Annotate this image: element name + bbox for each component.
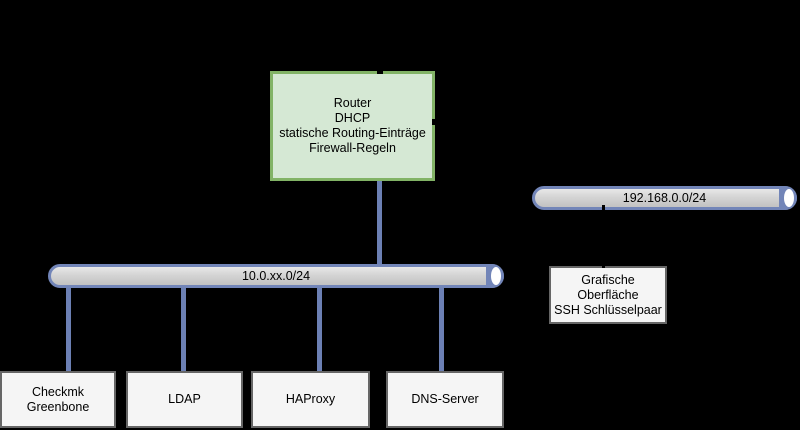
server-node-dns[interactable]: DNS-Server: [386, 371, 504, 428]
connector-lan-haproxy: [317, 283, 322, 373]
router-label: Router DHCP statische Routing-Einträge F…: [279, 96, 426, 155]
bus-cap-icon: [486, 264, 504, 288]
server-label: DNS-Server: [411, 392, 479, 406]
connector-stub: [377, 71, 383, 74]
bus-opening-icon: [491, 267, 501, 285]
connector-router-lan: [377, 178, 382, 266]
connector-stub: [432, 119, 435, 125]
lan-bus-node[interactable]: 10.0.xx.0/24: [48, 264, 504, 288]
bus-opening-icon: [784, 189, 794, 207]
server-label: Checkmk Greenbone: [26, 384, 90, 414]
bus-cap-icon: [779, 186, 797, 210]
server-node-haproxy[interactable]: HAProxy: [251, 371, 370, 428]
server-label: HAProxy: [285, 392, 336, 406]
note-box-label: Grafische Oberfläche SSH Schlüsselpaar: [554, 272, 662, 317]
connector-stub: [602, 205, 605, 268]
router-node[interactable]: Router DHCP statische Routing-Einträge F…: [270, 71, 435, 181]
lan-bus-label: 10.0.xx.0/24: [241, 269, 311, 283]
wan-bus-node[interactable]: 192.168.0.0/24: [532, 186, 797, 210]
wan-bus-label: 192.168.0.0/24: [622, 191, 707, 205]
connector-lan-ldap: [181, 283, 186, 373]
connector-lan-checkmk: [66, 283, 71, 373]
server-node-checkmk[interactable]: Checkmk Greenbone: [0, 371, 116, 428]
note-box-node[interactable]: Grafische Oberfläche SSH Schlüsselpaar: [549, 266, 667, 324]
server-node-ldap[interactable]: LDAP: [126, 371, 243, 428]
server-label: LDAP: [168, 392, 201, 406]
connector-lan-dns: [439, 283, 444, 373]
